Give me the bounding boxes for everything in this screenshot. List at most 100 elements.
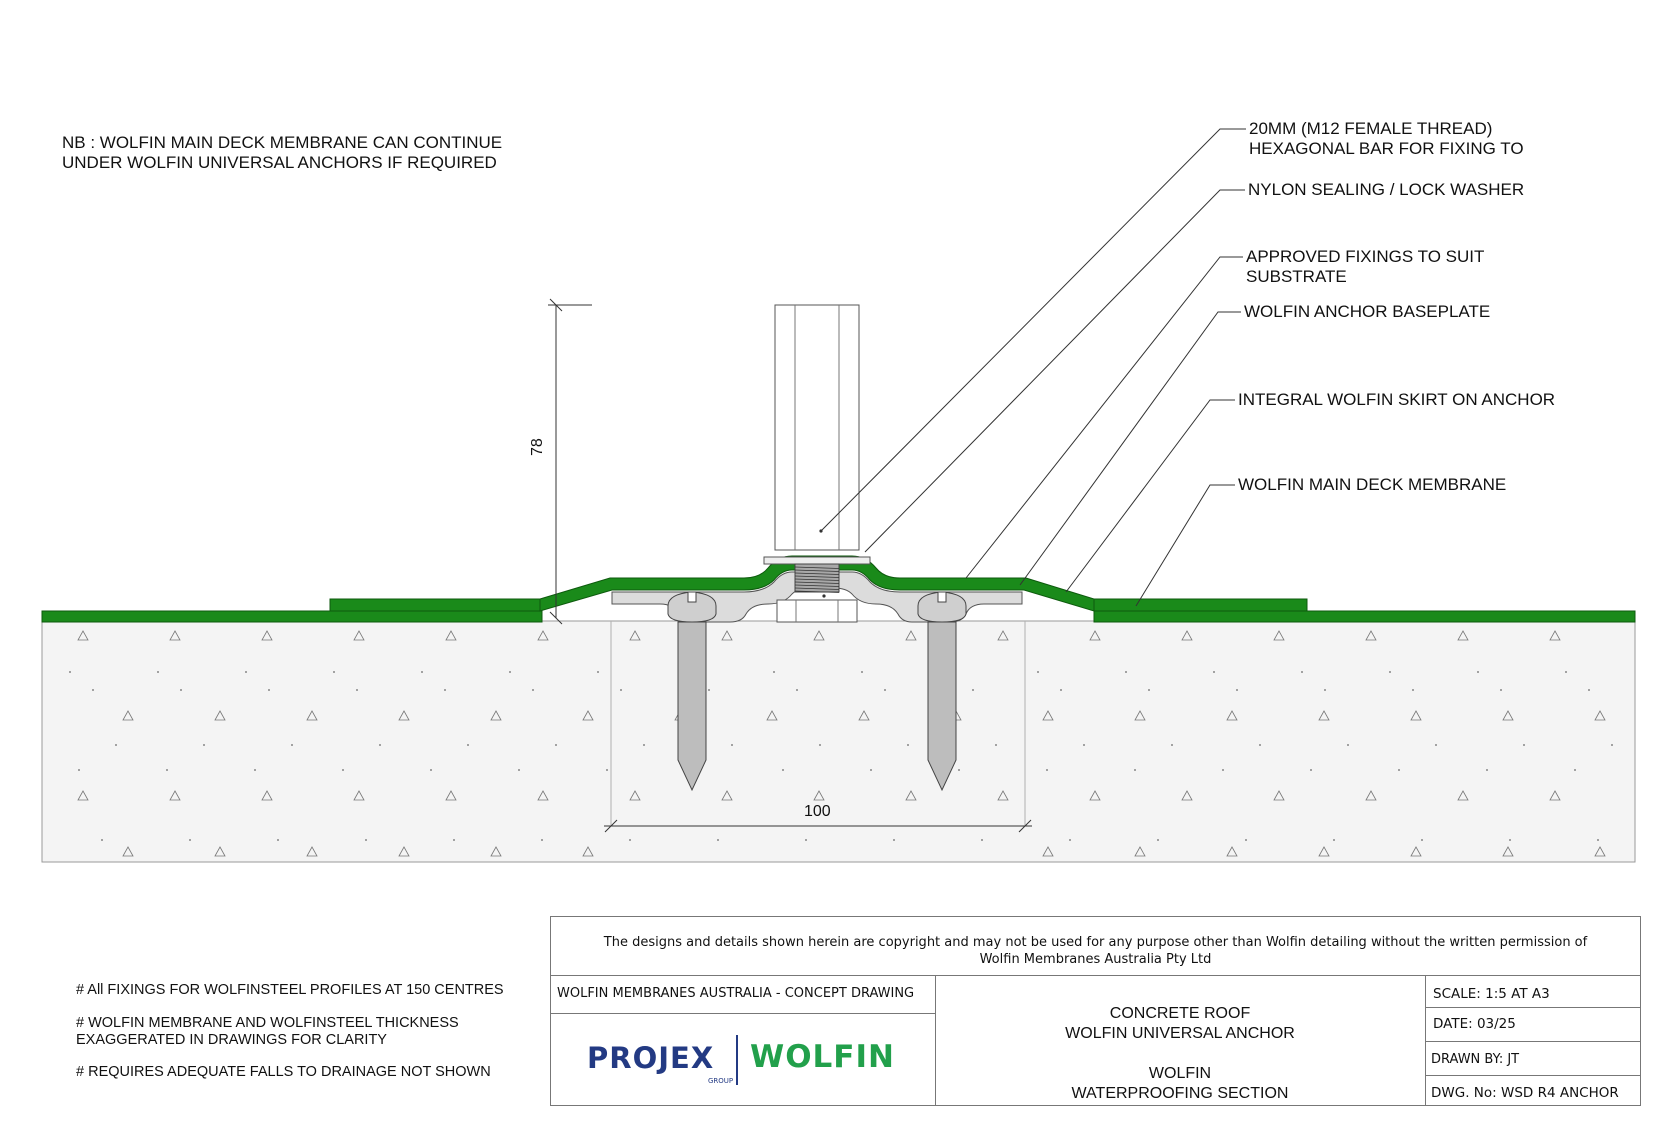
title-block-grid: WOLFIN MEMBRANES AUSTRALIA - CONCEPT DRA… (551, 975, 1640, 1106)
aggregate-dot (333, 671, 335, 673)
aggregate-mark (1089, 790, 1101, 801)
main-deck-membrane-left (41, 610, 543, 623)
aggregate-mark (214, 846, 226, 857)
screw-slot-left (687, 591, 697, 603)
note-line-1: NB : WOLFIN MAIN DECK MEMBRANE CAN CONTI… (62, 133, 503, 152)
company-cell: WOLFIN MEMBRANES AUSTRALIA - CONCEPT DRA… (551, 976, 936, 1014)
aggregate-dot (203, 744, 205, 746)
leader-baseplate (1019, 311, 1241, 586)
footnote-2: # WOLFIN MEMBRANE AND WOLFINSTEEL THICKN… (76, 1015, 459, 1031)
aggregate-dot (467, 744, 469, 746)
aggregate-mark (398, 710, 410, 721)
aggregate-mark (813, 790, 825, 801)
aggregate-dot (101, 839, 103, 841)
aggregate-dot (1574, 769, 1576, 771)
aggregate-dot (1134, 769, 1136, 771)
aggregate-dot (819, 744, 821, 746)
aggregate-dot (708, 689, 710, 691)
thread-line (794, 581, 840, 584)
aggregate-dot (907, 744, 909, 746)
drawn-by-cell: DRAWN BY: JT (1425, 1042, 1640, 1076)
aggregate-dot (365, 839, 367, 841)
wolfin-logo: WOLFIN (750, 1039, 895, 1075)
aggregate-dot (1389, 671, 1391, 673)
aggregate-dot (597, 671, 599, 673)
aggregate-dot (532, 689, 534, 691)
copyright-line-2: Wolfin Membranes Australia Pty Ltd (979, 952, 1212, 967)
concrete-substrate (41, 620, 1636, 863)
aggregate-mark (353, 790, 365, 801)
aggregate-mark (858, 710, 870, 721)
aggregate-dot (69, 671, 71, 673)
aggregate-dot (379, 744, 381, 746)
aggregate-dot (541, 839, 543, 841)
dimension-100-label: 100 (804, 803, 831, 820)
leader-skirt (1065, 399, 1235, 593)
callout-skirt: INTEGRAL WOLFIN SKIRT ON ANCHOR (1238, 390, 1556, 409)
aggregate-mark (1594, 710, 1606, 721)
aggregate-mark (122, 846, 134, 857)
aggregate-dot (189, 839, 191, 841)
aggregate-dot (1148, 689, 1150, 691)
thread-line (794, 587, 840, 590)
aggregate-mark (1134, 846, 1146, 857)
aggregate-dot (1310, 769, 1312, 771)
aggregate-mark (490, 846, 502, 857)
aggregate-mark (1502, 846, 1514, 857)
aggregate-mark (1549, 790, 1561, 801)
company-name: WOLFIN MEMBRANES AUSTRALIA - CONCEPT DRA… (557, 986, 915, 1001)
aggregate-mark (169, 790, 181, 801)
logo-divider (736, 1035, 738, 1085)
callout-membrane: WOLFIN MAIN DECK MEMBRANE (1238, 475, 1507, 494)
aggregate-dot (606, 769, 608, 771)
aggregate-dot (1213, 671, 1215, 673)
aggregate-dot (1083, 744, 1085, 746)
scale-text: SCALE: 1:5 AT A3 (1433, 986, 1550, 1002)
aggregate-dot (972, 689, 974, 691)
bottom-nut (776, 599, 858, 623)
aggregate-mark (537, 790, 549, 801)
aggregate-mark (1226, 710, 1238, 721)
aggregate-dot (884, 689, 886, 691)
aggregate-mark (1181, 630, 1193, 641)
leader-hex-bar (820, 128, 1246, 532)
aggregate-dot (277, 839, 279, 841)
footnote-3: EXAGGERATED IN DRAWINGS FOR CLARITY (76, 1032, 387, 1048)
aggregate-mark (261, 790, 273, 801)
nylon-washer (763, 556, 871, 565)
aggregate-mark (1365, 630, 1377, 641)
date-cell: DATE: 03/25 (1425, 1008, 1640, 1042)
title-line-2: WOLFIN UNIVERSAL ANCHOR (1065, 1025, 1295, 1042)
aggregate-dot (1125, 671, 1127, 673)
aggregate-dot (1477, 671, 1479, 673)
aggregate-dot (1412, 689, 1414, 691)
aggregate-mark (1042, 846, 1054, 857)
aggregate-dot (629, 839, 631, 841)
logo-cell: PROJEX GROUP WOLFIN (551, 1013, 936, 1106)
aggregate-dot (555, 744, 557, 746)
aggregate-mark (77, 790, 89, 801)
dwg-no-text: DWG. No: WSD R4 ANCHOR (1431, 1085, 1619, 1101)
aggregate-dot (1435, 744, 1437, 746)
drawn-by-text: DRAWN BY: JT (1431, 1052, 1520, 1067)
aggregate-mark (721, 630, 733, 641)
aggregate-mark (1273, 630, 1285, 641)
aggregate-dot (981, 839, 983, 841)
aggregate-dot (1245, 839, 1247, 841)
aggregate-mark (1410, 846, 1422, 857)
aggregate-mark (1549, 630, 1561, 641)
aggregate-dot (1069, 839, 1071, 841)
dwg-no-cell: DWG. No: WSD R4 ANCHOR (1425, 1076, 1640, 1106)
aggregate-dot (773, 671, 775, 673)
footnote-4: # REQUIRES ADEQUATE FALLS TO DRAINAGE NO… (76, 1064, 491, 1080)
aggregate-dot (1324, 689, 1326, 691)
title-block: The designs and details shown herein are… (550, 916, 1641, 1106)
aggregate-dot (356, 689, 358, 691)
aggregate-dot (444, 689, 446, 691)
aggregate-mark (1502, 710, 1514, 721)
aggregate-dot (1046, 769, 1048, 771)
aggregate-mark (1181, 790, 1193, 801)
aggregate-mark (1042, 710, 1054, 721)
aggregate-mark (398, 846, 410, 857)
